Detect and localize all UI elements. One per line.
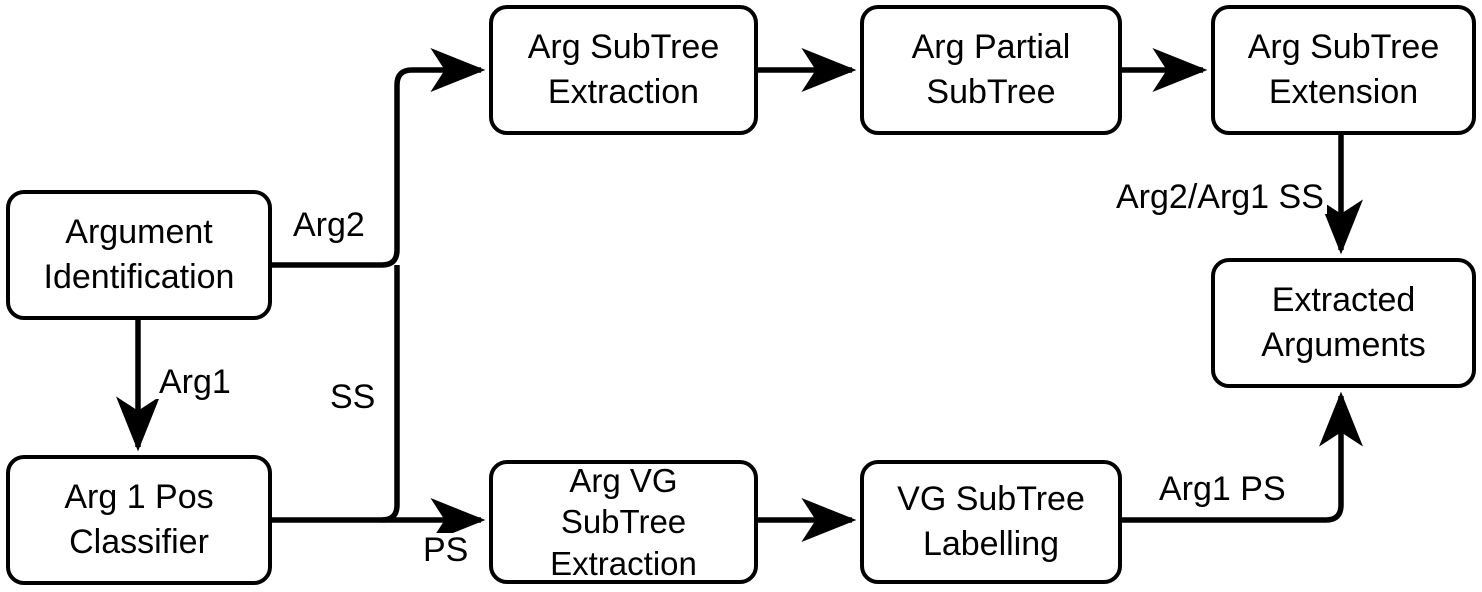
node-label: Arg Partial SubTree [911,27,1071,111]
node-label: VG SubTree Labelling [897,479,1085,563]
node-label: Arg SubTree Extension [1247,27,1440,111]
edge-label-arg2-arg1-ss: Arg2/Arg1 SS [1113,180,1327,214]
edge-label-ss: SS [327,380,379,414]
node-label: Arg VG SubTree Extraction [550,461,697,582]
node-label: Extracted Arguments [1261,280,1426,364]
edge-label-arg2: Arg2 [290,208,368,242]
node-argument-identification[interactable]: Argument Identification [6,190,272,320]
node-arg-1-pos-classifier[interactable]: Arg 1 Pos Classifier [6,455,272,585]
edge-arg-identification-to-arg-subtree-extraction [272,48,486,268]
node-arg-vg-subtree-extraction[interactable]: Arg VG SubTree Extraction [489,460,758,584]
node-arg-partial-subtree[interactable]: Arg Partial SubTree [860,5,1122,135]
node-vg-subtree-labelling[interactable]: VG SubTree Labelling [860,460,1122,584]
node-extracted-arguments[interactable]: Extracted Arguments [1211,258,1476,388]
node-label: Arg SubTree Extraction [527,27,720,111]
edge-label-ps: PS [420,533,472,567]
edge-vg-subtree-labelling-to-extracted-arguments [1122,391,1363,523]
edge-label-arg1: Arg1 [156,365,234,399]
node-arg-subtree-extension[interactable]: Arg SubTree Extension [1211,5,1476,135]
edge-label-arg1-ps: Arg1 PS [1156,472,1289,506]
node-arg-subtree-extraction[interactable]: Arg SubTree Extraction [489,5,758,135]
node-label: Arg 1 Pos Classifier [64,477,214,561]
edge-ss-branch [381,265,400,523]
node-label: Argument Identification [43,212,235,296]
